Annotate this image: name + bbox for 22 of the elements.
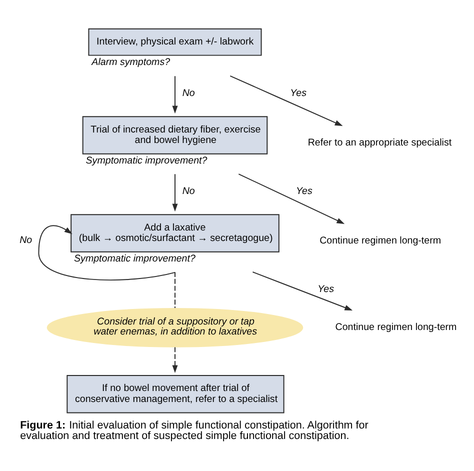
edge-label: Yes: [290, 88, 307, 99]
node-ellipse: Consider trial of a suppository or tap water enemas, in addition to laxatives: [46, 308, 304, 348]
node-text: Refer to an appropriate specialist: [308, 138, 452, 149]
node-label: Symptomatic improvement?: [74, 254, 196, 265]
connector: [174, 272, 176, 309]
node-text: Continue regimen long-term: [335, 322, 457, 334]
edge-label: Yes: [318, 284, 334, 296]
edge-label: No: [182, 186, 195, 198]
caption: Figure 1: Initial evaluation of simple functional constipation. Algorithm for evaluation and treatment of suspected simple functional constipation.: [20, 419, 368, 442]
node-label: Alarm symptoms?: [92, 57, 170, 68]
node-text: Continue regimen long-term: [320, 236, 442, 247]
edge-label: Yes: [296, 186, 312, 198]
arrow: [172, 346, 178, 374]
arrow: [238, 174, 345, 224]
edge-label: No: [20, 235, 32, 246]
arrow: [252, 272, 353, 310]
arrow: [172, 174, 178, 212]
arrow: [38, 225, 176, 280]
node-label: Symptomatic improvement?: [86, 156, 208, 167]
arrow: [172, 76, 178, 114]
edge-label: No: [182, 88, 195, 99]
arrow: [230, 75, 343, 126]
